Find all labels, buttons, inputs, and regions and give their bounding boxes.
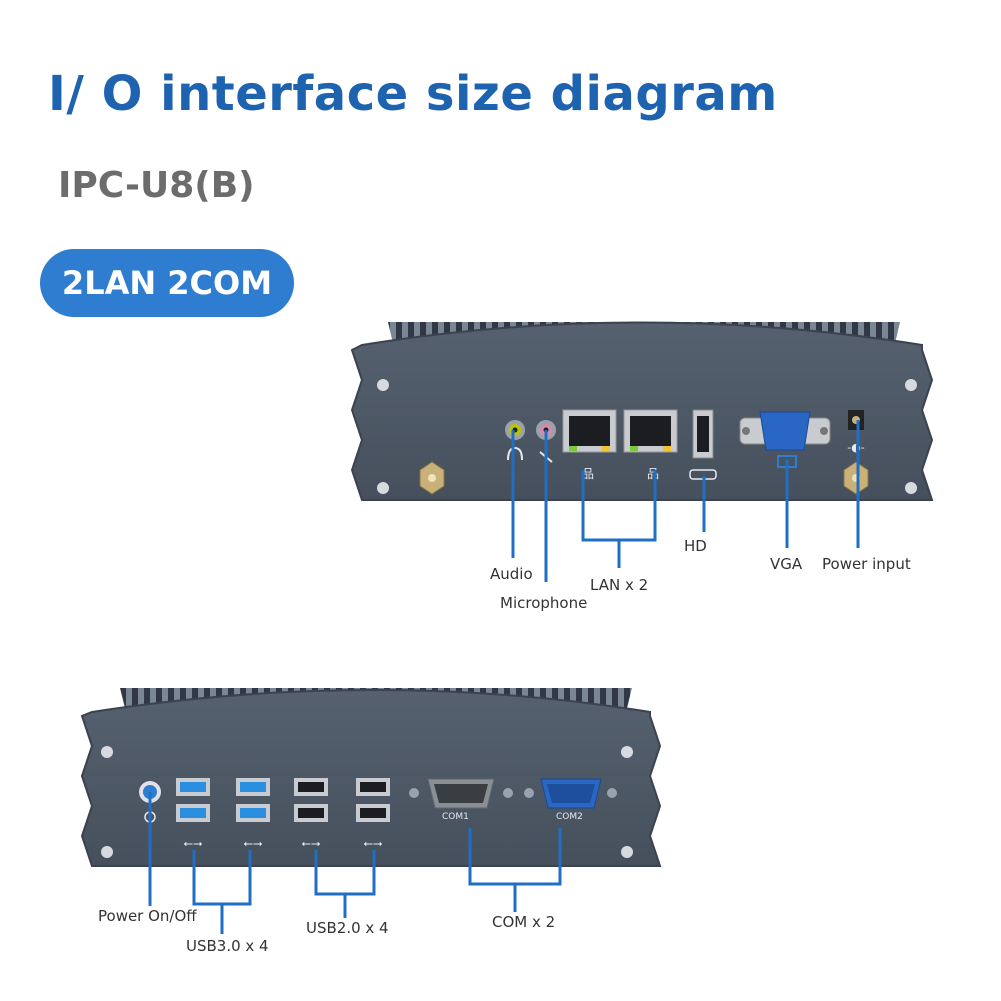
- label-vga: VGA: [770, 555, 803, 573]
- screw: [377, 379, 389, 391]
- config-badge: 2LAN 2COM: [40, 249, 294, 317]
- antenna-connector: [419, 461, 445, 495]
- headphone-icon: [507, 446, 523, 461]
- label-usb2: USB2.0 x 4: [306, 919, 389, 937]
- screw: [905, 482, 917, 494]
- lan-port-1: [562, 409, 617, 453]
- screw: [905, 379, 917, 391]
- label-hd: HD: [684, 537, 707, 555]
- label-power-on-off: Power On/Off: [98, 907, 197, 925]
- screw: [377, 482, 389, 494]
- com1-port: [409, 778, 513, 809]
- usb3-ports: [176, 778, 270, 822]
- usb-icon: ⭠⭢: [243, 836, 263, 850]
- port-label-com2: COM2: [556, 812, 583, 822]
- label-audio: Audio: [490, 565, 533, 583]
- com2-port: [524, 778, 617, 809]
- vga-port: [739, 411, 831, 451]
- hdmi-port: [692, 409, 714, 459]
- label-lan: LAN x 2: [590, 576, 649, 594]
- lan-port-2: [623, 409, 678, 453]
- screw: [621, 846, 633, 858]
- screw: [101, 846, 113, 858]
- label-power-input: Power input: [822, 555, 911, 573]
- screw: [621, 746, 633, 758]
- model-name: IPC-U8(B): [58, 165, 255, 206]
- label-com: COM x 2: [492, 913, 556, 931]
- leader-lines-bottom: [148, 792, 562, 934]
- screw: [101, 746, 113, 758]
- label-usb3: USB3.0 x 4: [186, 937, 269, 955]
- power-polarity-icon: -◐-: [847, 441, 865, 454]
- usb-icon: ⭠⭢: [363, 836, 383, 850]
- network-icon: 品: [582, 467, 594, 481]
- usb2-ports: [294, 778, 390, 822]
- usb-icon: ⭠⭢: [301, 836, 321, 850]
- label-microphone: Microphone: [500, 594, 588, 612]
- usb-icon: ⭠⭢: [183, 836, 203, 850]
- page-title: I/ O interface size diagram: [48, 66, 778, 122]
- port-label-com1: COM1: [442, 812, 469, 822]
- leader-lines-top: [511, 420, 860, 582]
